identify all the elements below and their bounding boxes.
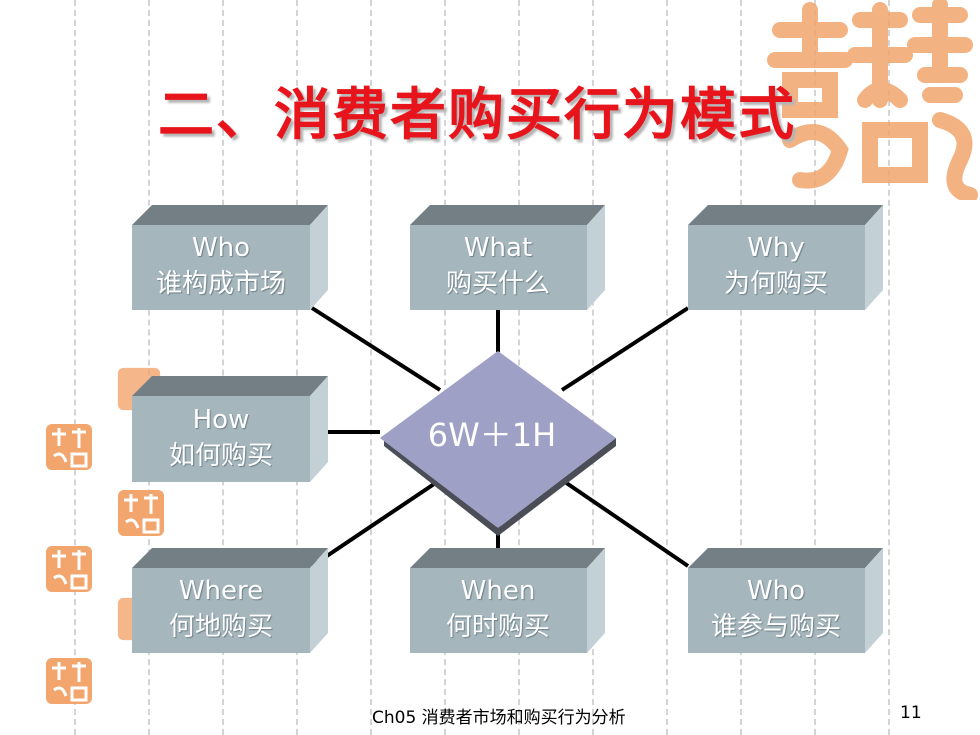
background-gridline <box>814 0 816 735</box>
box-how-zh: 如何购买 <box>168 441 273 471</box>
background-gridline <box>666 0 668 735</box>
background-gridline <box>222 0 224 735</box>
footer-text: Ch05 消费者市场和购买行为分析 <box>372 708 626 728</box>
background-gridline <box>740 0 742 735</box>
box-how <box>132 376 328 482</box>
background-gridline <box>370 0 372 735</box>
box-where-label: Where 何地购买 <box>131 573 311 645</box>
background-gridline <box>888 0 890 735</box>
auspicious-seal-icon <box>46 424 92 470</box>
box-why-label: Why 为何购买 <box>686 230 866 302</box>
background-gridline <box>148 0 150 735</box>
page-number: 11 <box>900 703 922 723</box>
center-diamond <box>380 351 616 536</box>
box-what-label: What 购买什么 <box>408 230 588 302</box>
connector-lines <box>310 306 690 568</box>
box-what <box>410 205 605 310</box>
connector-who <box>310 306 442 392</box>
box-who <box>132 205 328 310</box>
auspicious-seal-icon <box>767 0 978 200</box>
center-label: 6W＋1H <box>427 416 557 454</box>
background-gridline <box>74 0 76 735</box>
box-when <box>410 548 605 653</box>
auspicious-seal-icon <box>46 658 92 704</box>
auspicious-seal-icon <box>46 546 92 592</box>
box-what-zh: 购买什么 <box>445 269 550 299</box>
connector-why <box>560 306 690 392</box>
box-where-zh: 何地购买 <box>168 612 273 642</box>
box-where-en: Where <box>178 576 264 606</box>
box-who-zh: 谁构成市场 <box>155 269 286 299</box>
connector-where <box>310 478 442 568</box>
box-who-en: Who <box>191 233 251 263</box>
box-when-zh: 何时购买 <box>445 612 550 642</box>
background-gridline <box>444 0 446 735</box>
box-who-participates-en: Who <box>746 576 806 606</box>
box-where <box>132 548 328 653</box>
box-why-en: Why <box>747 233 805 263</box>
box-who-label: Who 谁构成市场 <box>131 230 311 302</box>
box-who-participates <box>688 548 883 653</box>
auspicious-seal-icon <box>118 490 164 536</box>
box-when-en: When <box>460 576 536 606</box>
background-gridline <box>296 0 298 735</box>
box-who-participates-zh: 谁参与购买 <box>710 612 841 642</box>
box-how-label: How 如何购买 <box>131 402 311 474</box>
slide-title: 二、消费者购买行为模式 <box>158 82 796 148</box>
box-when-label: When 何时购买 <box>408 573 588 645</box>
connector-who-participates <box>560 478 690 568</box>
box-why <box>688 205 883 310</box>
box-how-en: How <box>192 405 250 435</box>
box-who-participates-label: Who 谁参与购买 <box>686 573 866 645</box>
box-what-en: What <box>463 233 533 263</box>
box-why-zh: 为何购买 <box>723 269 828 299</box>
